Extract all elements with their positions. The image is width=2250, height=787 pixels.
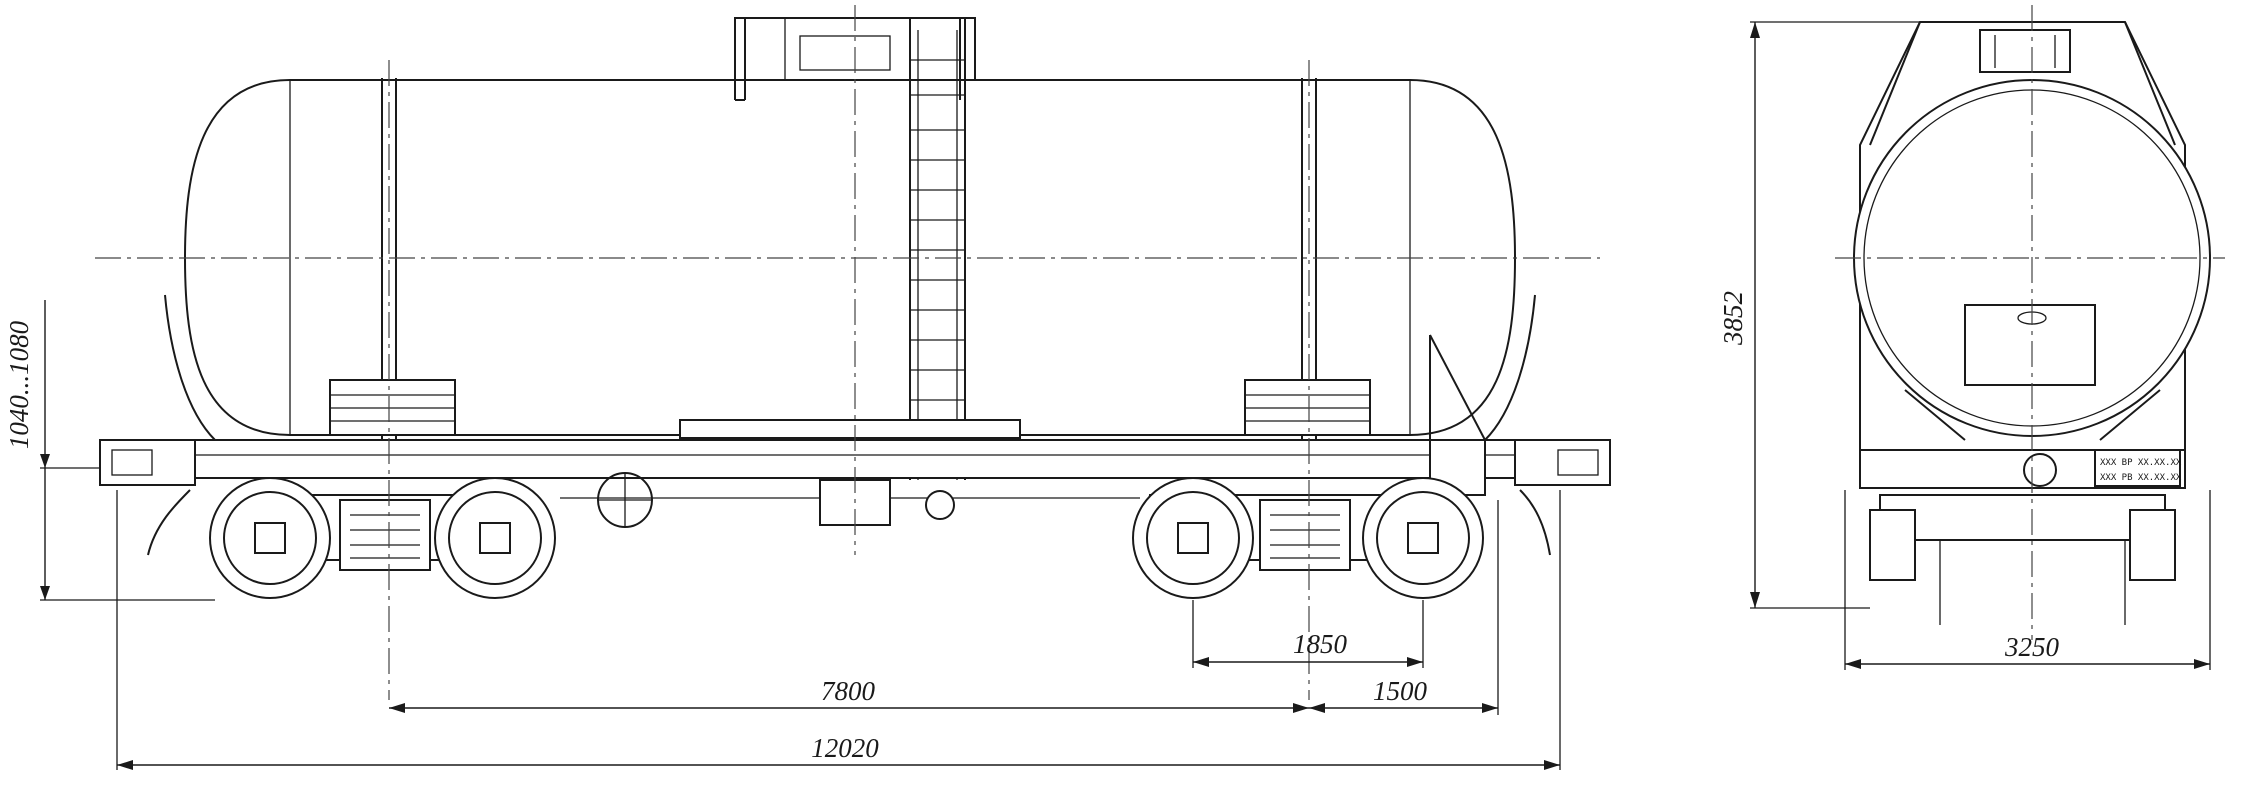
bogie-left [209,477,556,599]
dim-overall-height: 3852 [1718,22,1760,608]
dim-overall-length-label: 12020 [811,733,879,763]
tank-shell [183,79,1517,436]
dim-overall-length: 12020 [117,733,1560,770]
dim-coupler-height: 1040...1080 [4,300,50,600]
side-view: 1040...1080 1850 7800 1500 1 [4,5,1611,770]
drain-platform [679,419,1021,439]
end-center-lines [1835,5,2225,640]
coupler-left [99,439,196,556]
dim-overall-height-label: 3852 [1718,291,1748,346]
dim-bogie-centers: 7800 [389,676,1309,713]
side-ladder [909,18,966,480]
dim-bogie-centers-label: 7800 [821,676,876,706]
dim-bogie-wheelbase: 1850 [1193,629,1423,667]
dim-bogie-overhang-label: 1500 [1373,676,1428,706]
plate-line-2: XXX РВ XX.XX.XX [2100,473,2182,483]
side-center-lines [95,5,1600,700]
coupler-right [1514,439,1611,556]
dim-overall-width-label: 3250 [2004,632,2060,662]
bogie-right [1132,477,1484,599]
plate-line-1: XXX ВР XX.XX.XX [2100,458,2182,468]
dim-bogie-overhang: 1500 [1309,676,1498,713]
dim-bogie-wheelbase-label: 1850 [1293,629,1348,659]
end-underframe: XXX ВР XX.XX.XX XXX РВ XX.XX.XX [1859,449,2186,625]
end-handrail-left [164,294,216,441]
end-extension-lines [1750,21,2211,670]
dim-coupler-height-label: 1040...1080 [4,320,34,449]
step-gratings [329,379,1371,436]
dim-overall-width: 3250 [1845,632,2210,669]
end-handrail-right [1484,294,1536,441]
extension-lines [40,467,1561,770]
end-view: XXX ВР XX.XX.XX XXX РВ XX.XX.XX [1718,5,2225,670]
